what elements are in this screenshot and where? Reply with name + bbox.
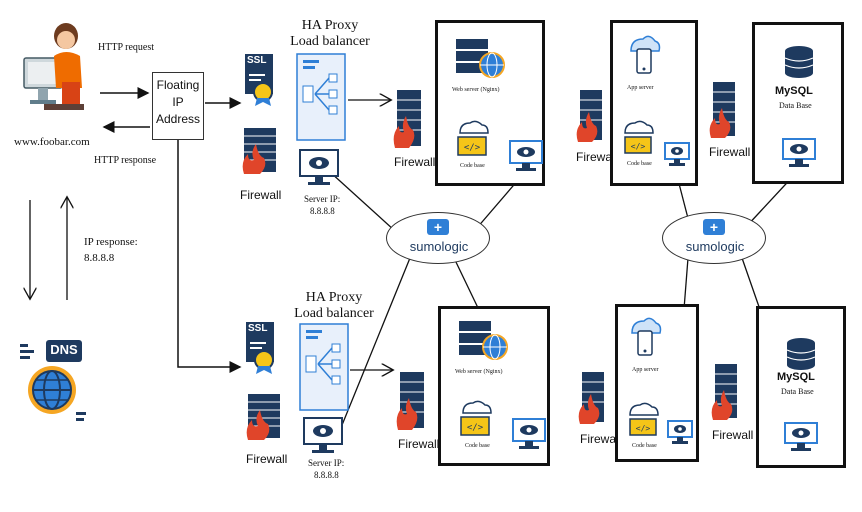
firewall-icon	[240, 126, 278, 176]
dns-globe-icon: DNS	[16, 334, 88, 424]
code-base-label: Code base	[627, 161, 652, 167]
web-server-label: Web server (Nginx)	[452, 87, 500, 93]
app-server-icon	[628, 315, 662, 361]
app-server-icon	[627, 33, 661, 79]
floating-ip-line2: IP	[172, 95, 184, 109]
monitor-eye-icon	[781, 137, 817, 169]
sumologic-right: + sumologic	[662, 212, 766, 264]
lb-top-server-ip: 8.8.8.8	[310, 206, 335, 216]
monitor-eye-icon	[663, 141, 691, 169]
database-label: Data Base	[781, 387, 814, 396]
ssl-label: SSL	[247, 55, 267, 66]
http-response-label: HTTP response	[94, 155, 157, 166]
floating-ip-line3: Address	[155, 112, 201, 126]
lb-top-title-line1: HA Proxy	[301, 18, 359, 33]
code-base-label: Code base	[632, 443, 657, 449]
lb-top-firewall-label: Firewall	[240, 188, 282, 202]
code-base-icon: </>	[621, 119, 655, 157]
code-base-icon: </>	[457, 399, 493, 439]
lb-top-server-ip-label: Server IP:	[304, 194, 341, 204]
lb-top-title: HA Proxy Load balancer	[272, 18, 388, 50]
user-computer-icon	[22, 22, 86, 112]
lb-bottom-title: HA Proxy Load balancer	[276, 290, 392, 322]
ssl-certificate-icon: SSL	[243, 52, 277, 106]
http-request-label: HTTP request	[98, 42, 155, 53]
load-balancer-icon	[295, 52, 347, 142]
web-bottom-box: Web server (Nginx) </> Code base	[438, 306, 550, 466]
mysql-label: MySQL	[777, 371, 815, 383]
firewall-icon	[396, 370, 426, 432]
db-top-box: MySQL Data Base	[752, 22, 844, 184]
db-bottom-firewall-label: Firewall	[712, 428, 754, 442]
firewall-icon	[244, 392, 282, 442]
monitor-eye-icon	[666, 419, 694, 447]
mysql-label: MySQL	[775, 85, 813, 97]
ssl-certificate-icon: SSL	[244, 320, 278, 374]
svg-text:</>: </>	[464, 143, 481, 153]
monitor-eye-icon	[302, 416, 344, 456]
lb-top-title-line2: Load balancer	[290, 34, 370, 49]
web-top-firewall-label: Firewall	[394, 155, 436, 169]
code-base-label: Code base	[465, 443, 490, 449]
firewall-icon	[393, 88, 423, 150]
firewall-icon	[711, 362, 739, 422]
monitor-eye-icon	[783, 421, 819, 453]
sumologic-label: sumologic	[409, 239, 469, 254]
ssl-label: SSL	[248, 323, 268, 334]
dns-label: DNS	[50, 342, 78, 357]
code-base-label: Code base	[460, 163, 485, 169]
lb-bottom-firewall-label: Firewall	[246, 452, 288, 466]
sumologic-plus-icon: +	[703, 219, 725, 235]
web-server-icon	[457, 319, 509, 363]
sumologic-left: + sumologic	[386, 212, 490, 264]
load-balancer-icon	[298, 322, 350, 412]
sumologic-label: sumologic	[685, 239, 745, 254]
floating-ip-line1: Floating	[156, 78, 200, 92]
web-server-label: Web server (Nginx)	[455, 369, 503, 375]
database-icon	[779, 45, 819, 79]
db-top-firewall-label: Firewall	[709, 145, 751, 159]
firewall-icon	[578, 370, 606, 426]
lb-bottom-server-ip-label: Server IP:	[308, 458, 345, 468]
web-bottom-firewall-label: Firewall	[398, 437, 440, 451]
code-base-icon: </>	[454, 119, 490, 159]
code-base-icon: </>	[626, 401, 660, 439]
firewall-icon	[709, 80, 737, 140]
svg-text:</>: </>	[631, 142, 646, 151]
lb-bottom-server-ip: 8.8.8.8	[314, 470, 339, 480]
lb-bottom-title-line2: Load balancer	[294, 306, 374, 321]
database-label: Data Base	[779, 101, 812, 110]
floating-ip-box: Floating IP Address	[152, 72, 204, 140]
monitor-eye-icon	[508, 139, 544, 173]
monitor-eye-icon	[298, 148, 340, 188]
svg-text:</>: </>	[467, 423, 484, 433]
firewall-icon	[576, 88, 604, 144]
svg-text:</>: </>	[636, 424, 651, 433]
app-bottom-box: App server </> Code base	[615, 304, 699, 462]
app-server-label: App server	[627, 85, 654, 91]
web-server-icon	[454, 37, 506, 81]
monitor-eye-icon	[511, 417, 547, 451]
lb-bottom-title-line1: HA Proxy	[305, 290, 363, 305]
app-server-label: App server	[632, 367, 659, 373]
database-icon	[781, 337, 821, 371]
sumologic-plus-icon: +	[427, 219, 449, 235]
app-bottom-firewall-label: Firewall	[580, 432, 622, 446]
app-top-box: App server </> Code base	[610, 20, 698, 186]
ip-response-value: 8.8.8.8	[84, 252, 115, 264]
web-top-box: Web server (Nginx) </> Code base	[435, 20, 545, 186]
url-label: www.foobar.com	[14, 136, 90, 148]
app-top-firewall-label: Firewall	[576, 150, 618, 164]
db-bottom-box: MySQL Data Base	[756, 306, 846, 468]
ip-response-label: IP response:	[84, 236, 138, 248]
